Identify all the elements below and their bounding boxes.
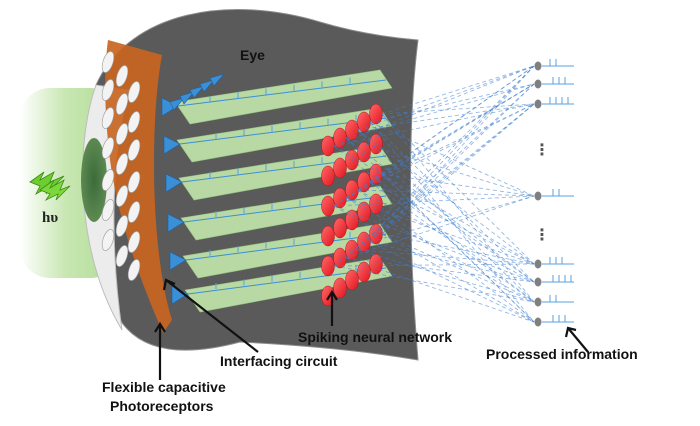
interface-triangle-icon [167, 213, 185, 233]
processed-label: Processed information [486, 346, 638, 362]
photoreceptor-icon [127, 201, 141, 223]
photoreceptor-icon [115, 123, 129, 145]
photoreceptor-icon [101, 229, 115, 251]
annotation-arrows [154, 278, 589, 380]
photoreceptor-icon [127, 81, 141, 103]
output-node-icon [534, 79, 542, 89]
output-ellipsis-bottom: ⋮ [534, 227, 550, 244]
output-node-icon [534, 277, 542, 287]
photoreceptor-icon [101, 79, 115, 101]
neuron-icon [333, 277, 347, 299]
neuron-icon [321, 195, 335, 217]
photoreceptor-icon [127, 231, 141, 253]
neuron-icon [357, 261, 371, 283]
photoreceptor-icon [127, 171, 141, 193]
output-row [534, 315, 574, 327]
neuron-icon [321, 135, 335, 157]
output-row [534, 77, 574, 89]
output-node-icon [534, 61, 542, 71]
interface-triangle-icon [179, 91, 195, 105]
eye-label: Eye [240, 47, 265, 63]
neuron-icon [333, 217, 347, 239]
photoreceptor-icon [127, 139, 141, 161]
photoreceptor-icon [115, 65, 129, 87]
layer-wire [183, 195, 387, 223]
photoreceptor-icon [127, 111, 141, 133]
photoreceptor-icon [101, 137, 115, 159]
output-row [534, 97, 574, 109]
interface-triangle-icon [163, 135, 181, 155]
photoreceptor-array [101, 51, 141, 281]
photoreceptor-icon [115, 185, 129, 207]
interfacing-label: Interfacing circuit [220, 353, 338, 369]
interface-triangle-icon [169, 251, 187, 271]
photoreceptor-icon [115, 245, 129, 267]
neuron-icon [345, 269, 359, 291]
output-nodes [534, 59, 574, 327]
layer-plane [161, 69, 393, 125]
output-row [534, 189, 574, 201]
neuron-icon [333, 157, 347, 179]
photoreceptor-icon [127, 259, 141, 281]
photoreceptor-icon [101, 199, 115, 221]
photoreceptor-icon [101, 169, 115, 191]
neuron-icon [345, 209, 359, 231]
output-node-icon [534, 297, 542, 307]
photoreceptors-label-1: Flexible capacitive [102, 379, 226, 395]
neuron-icon [321, 225, 335, 247]
interface-triangle-icon [209, 73, 225, 87]
output-row [534, 59, 574, 71]
output-ellipsis-top: ⋮ [534, 142, 550, 159]
pupil [81, 138, 107, 222]
output-node-icon [534, 99, 542, 109]
photoreceptor-icon [101, 107, 115, 129]
output-node-icon [534, 259, 542, 269]
output-node-icon [534, 317, 542, 327]
photoreceptors-label-2: Photoreceptors [110, 398, 214, 414]
photoreceptor-icon [101, 51, 115, 73]
snn-label: Spiking neural network [298, 329, 452, 345]
lightning-icon [29, 171, 71, 202]
output-row [534, 295, 574, 307]
photoreceptor-icon [115, 93, 129, 115]
light-label: hυ [42, 210, 58, 226]
neuron-icon [321, 165, 335, 187]
neuron-icon [321, 255, 335, 277]
output-connections [333, 65, 535, 323]
output-node-icon [534, 191, 542, 201]
output-row [534, 275, 574, 287]
interface-triangle-icon [169, 97, 185, 111]
neuron-icon [369, 103, 383, 125]
layer-wire [177, 79, 387, 107]
photoreceptor-icon [115, 215, 129, 237]
layer-wire [185, 233, 387, 261]
interface-triangle-icon [165, 173, 183, 193]
interface-triangle-icon [189, 85, 205, 99]
photoreceptor-icon [115, 153, 129, 175]
output-row [534, 257, 574, 269]
interface-triangle-icon [199, 79, 215, 93]
